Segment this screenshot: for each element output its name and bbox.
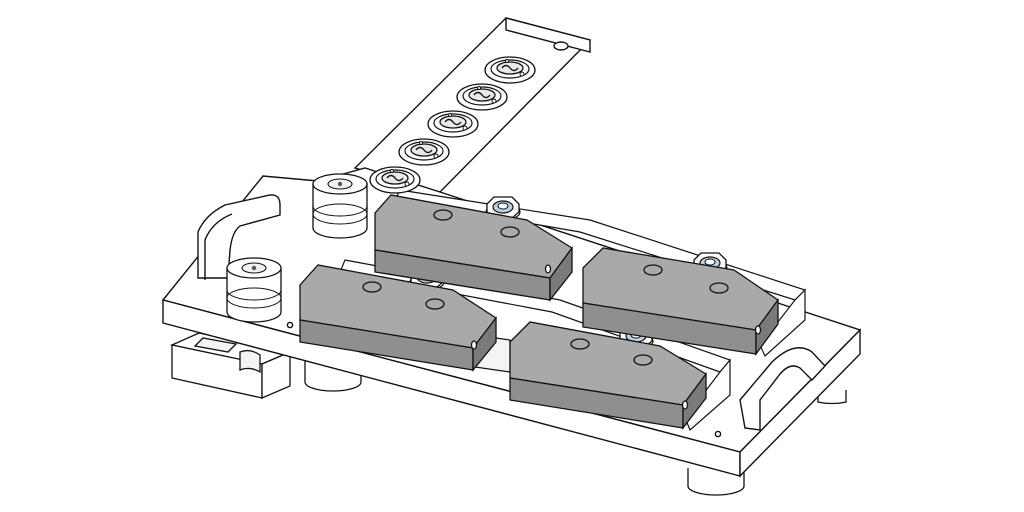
rail-bolt (484, 56, 536, 84)
gray-blocks (299, 194, 779, 430)
cylinder-post (226, 257, 282, 323)
gray-block (374, 194, 573, 302)
gray-block (509, 321, 707, 430)
gray-block (299, 264, 497, 372)
bottom-left-bracket (169, 332, 293, 399)
rail-bolt (456, 83, 508, 111)
rail-bolt (427, 110, 479, 138)
foot (817, 390, 847, 405)
cylinder-post (312, 173, 368, 239)
foot (687, 468, 745, 496)
rail-bolt (369, 166, 421, 194)
rail-bolt (398, 138, 450, 166)
gray-block (582, 247, 779, 356)
